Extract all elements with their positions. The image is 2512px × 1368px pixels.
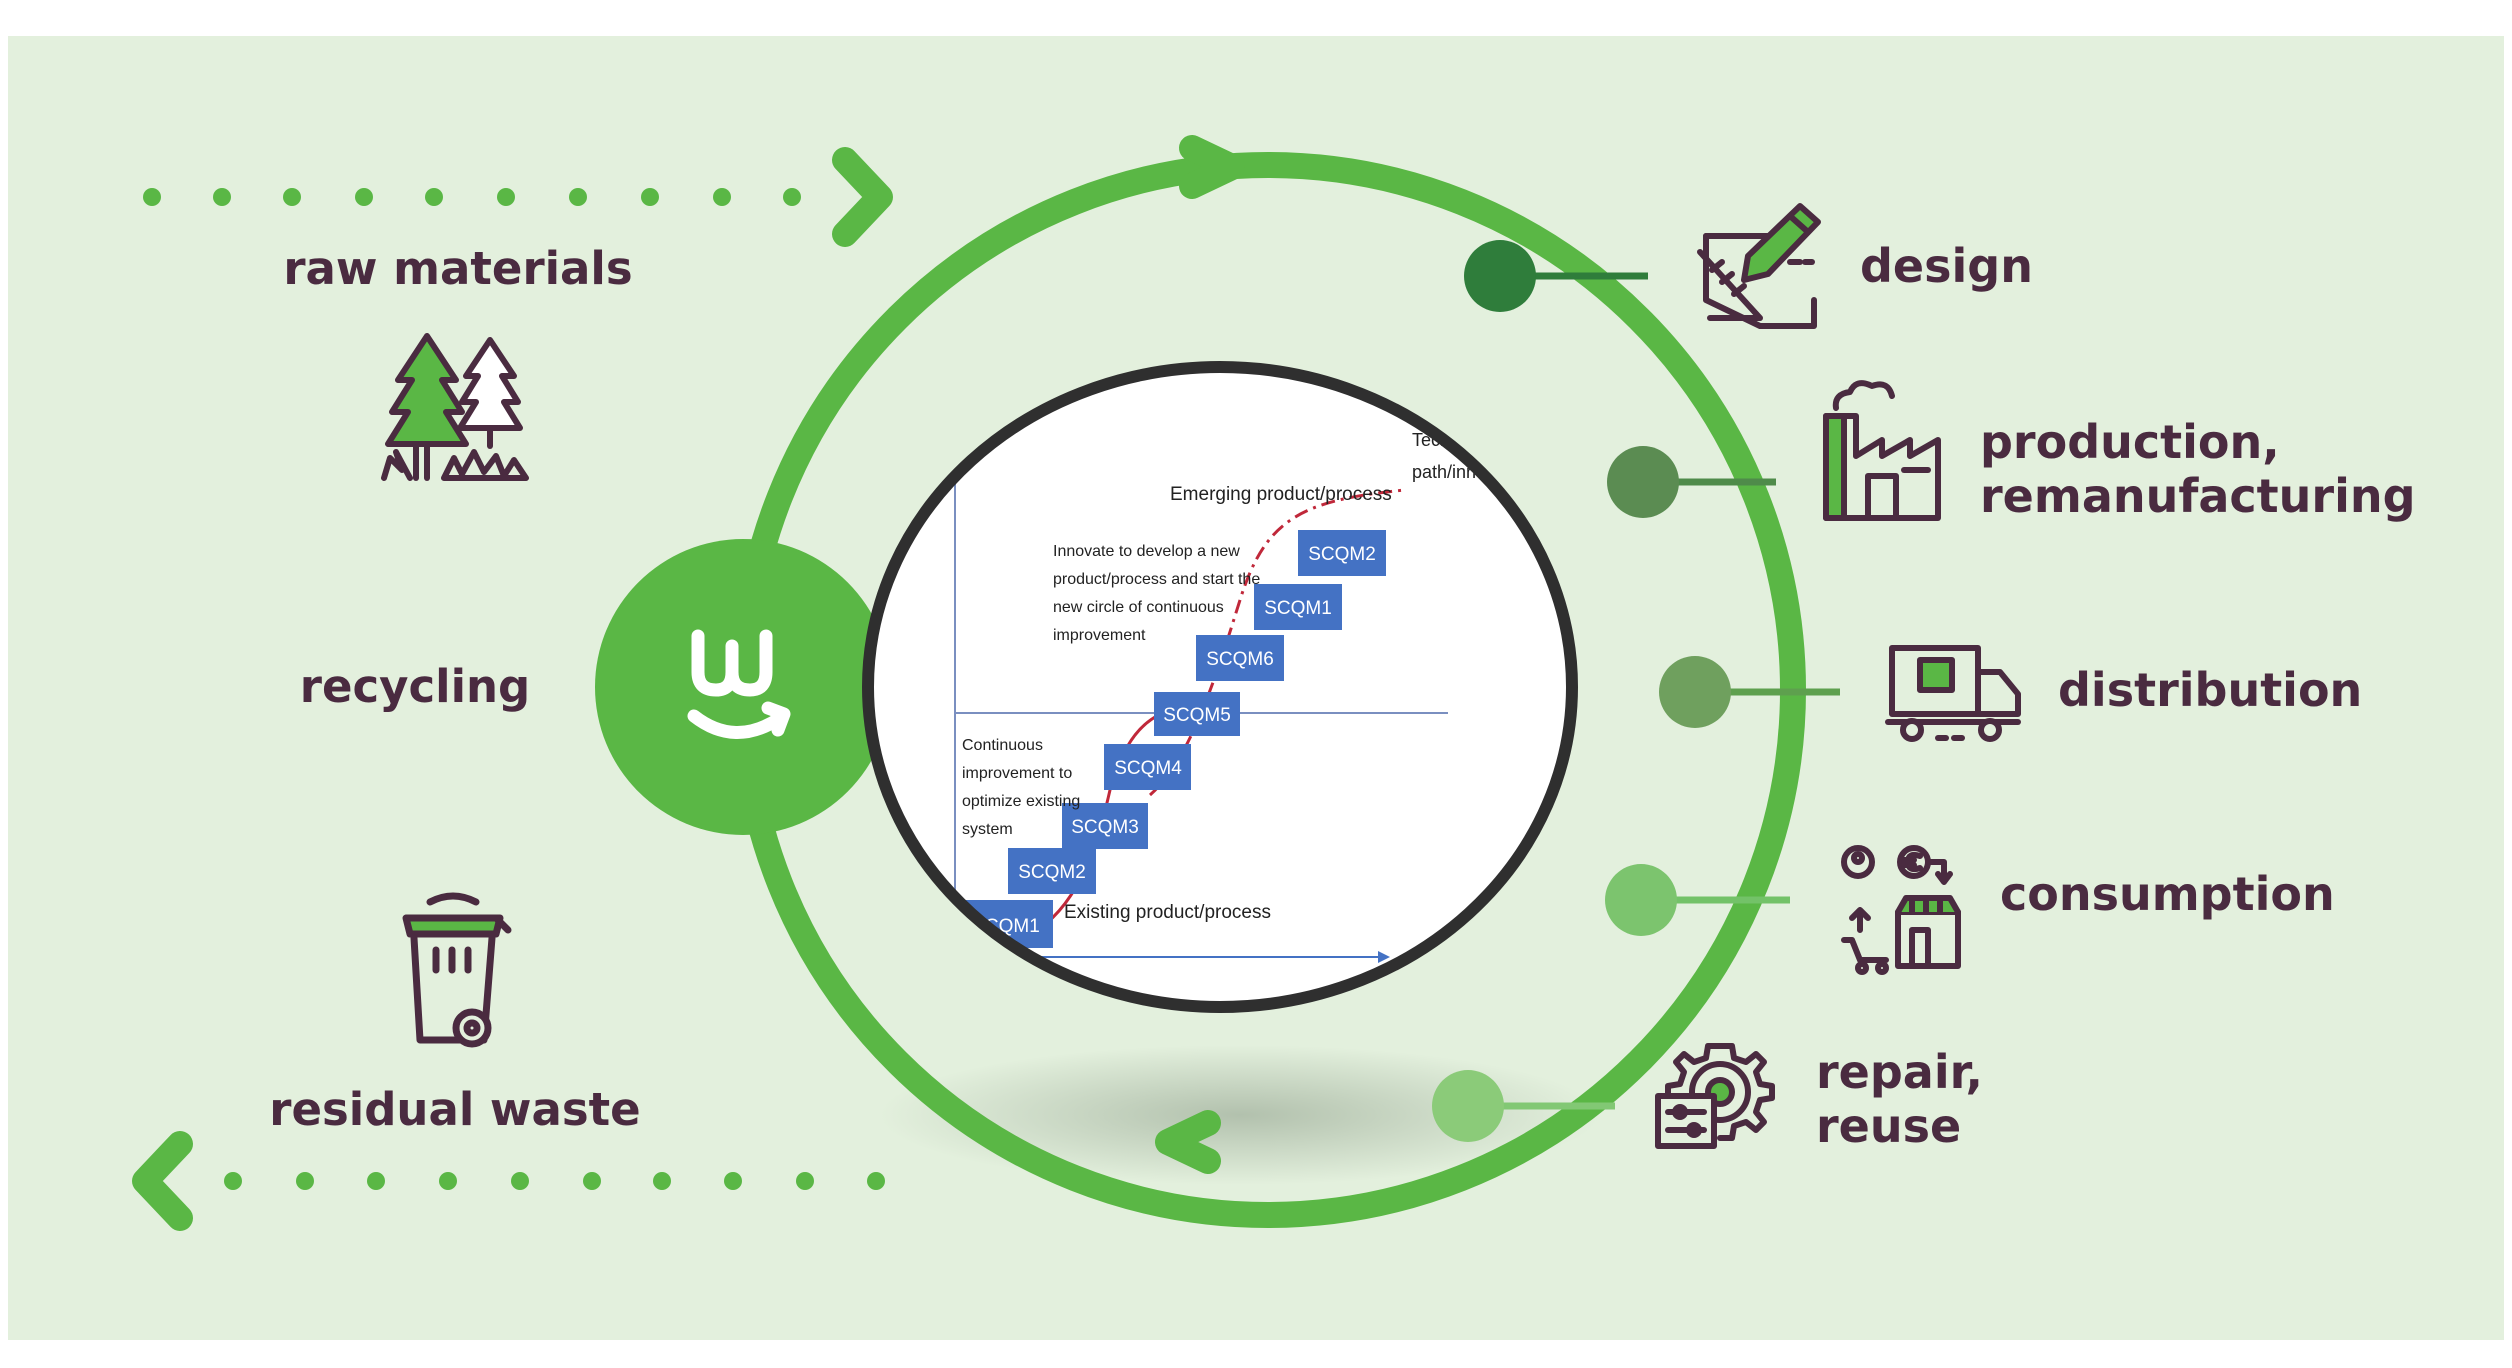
gear-icon <box>1655 1043 1775 1149</box>
node-repair <box>1432 1070 1504 1142</box>
scqm-box-5-label: SCQM5 <box>1163 705 1231 726</box>
inset-innovate-3: new circle of continuous <box>1053 599 1224 616</box>
label-consumption: consumption <box>2000 867 2335 921</box>
inset-innovate-4: improvement <box>1053 627 1146 644</box>
inset-continuous-4: system <box>962 821 1013 838</box>
delivery-truck-icon <box>1885 645 2021 742</box>
scqm-box-3-label: SCQM3 <box>1071 817 1139 838</box>
label-raw-materials: raw materials <box>283 242 632 295</box>
scqm-box-7: SCQM1 <box>1254 584 1342 630</box>
label-reuse: reuse <box>1816 1099 1961 1153</box>
scqm-box-4-label: SCQM4 <box>1114 758 1182 779</box>
label-distribution: distribution <box>2058 663 2362 717</box>
ring-arrow-bottom <box>1155 1110 1221 1174</box>
inset-innovate-2: product/process and start the <box>1053 571 1260 588</box>
ruler-pencil-icon <box>1697 203 1821 329</box>
scqm-box-3: SCQM3 <box>1062 803 1148 849</box>
label-production: production, <box>1980 415 2280 469</box>
label-design: design <box>1860 239 2033 293</box>
stage-nodes <box>1432 240 1840 1142</box>
node-design <box>1464 240 1536 312</box>
scqm-box-2: SCQM2 <box>1008 848 1096 894</box>
scqm-box-2-label: SCQM2 <box>1018 862 1086 883</box>
outflow-dotted-arrow <box>132 1131 885 1231</box>
scqm-box-6: SCQM6 <box>1196 635 1284 681</box>
node-distribution <box>1659 656 1731 728</box>
inset-innovate-1: Innovate to develop a new <box>1053 543 1240 560</box>
inset-lens-border <box>862 361 1578 1013</box>
inset-lens: SCQM1 SCQM2 SCQM3 SCQM4 SCQM5 <box>862 361 1578 1013</box>
label-residual-waste: residual waste <box>269 1083 640 1136</box>
node-production <box>1607 446 1679 518</box>
ring-arrow-top <box>1179 135 1245 199</box>
w-smile-logo-icon <box>687 629 791 739</box>
scqm-box-4: SCQM4 <box>1104 744 1191 790</box>
inset-continuous-1: Continuous <box>962 737 1043 754</box>
label-remanufacturing: remanufacturing <box>1980 469 2416 523</box>
scqm-box-6-label: SCQM6 <box>1206 649 1274 670</box>
recycling-logo <box>595 539 891 835</box>
waste-bin-icon <box>402 892 512 1048</box>
node-consumption <box>1605 864 1677 936</box>
inset-continuous-2: improvement to <box>962 765 1072 782</box>
scqm-boxes: SCQM1 SCQM2 SCQM3 SCQM4 SCQM5 <box>960 530 1386 948</box>
inset-emerging-label: Emerging product/process <box>1170 484 1392 505</box>
scqm-box-8: SCQM2 <box>1298 530 1386 576</box>
scqm-box-7-label: SCQM1 <box>1264 598 1332 619</box>
inset-shadow <box>880 1045 1600 1185</box>
factory-icon <box>1823 380 1941 521</box>
scqm-box-5: SCQM5 <box>1154 692 1240 736</box>
inflow-dotted-arrow <box>143 147 893 247</box>
label-repair: repair, <box>1816 1045 1983 1099</box>
inset-chart: SCQM1 SCQM2 SCQM3 SCQM4 SCQM5 <box>954 430 1495 963</box>
label-recycling: recycling <box>300 660 531 713</box>
scqm-box-8-label: SCQM2 <box>1308 544 1376 565</box>
shopping-cart-money-icon <box>1841 845 1961 975</box>
inset-existing-label: Existing product/process <box>1064 902 1271 923</box>
inset-continuous-3: optimize existing <box>962 793 1080 810</box>
trees-icon <box>381 333 529 481</box>
